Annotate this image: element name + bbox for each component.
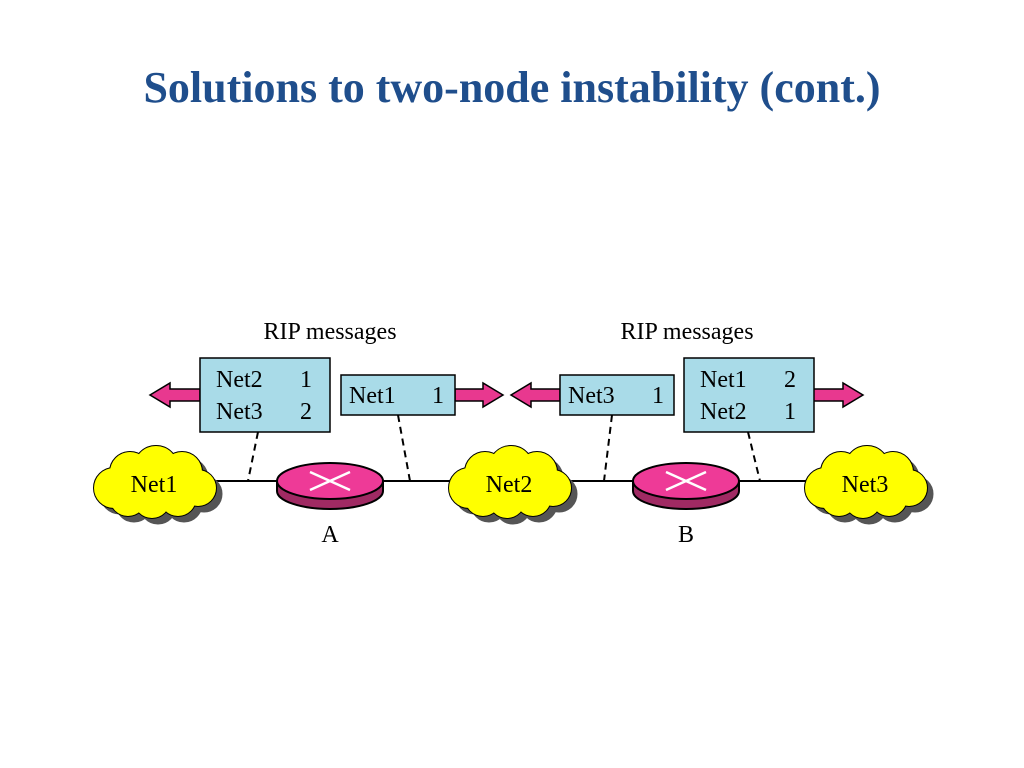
router-b-icon [632, 462, 740, 510]
slide-title: Solutions to two-node instability (cont.… [143, 63, 881, 112]
table-net: Net2 [700, 399, 747, 425]
table-cost: 2 [784, 367, 796, 393]
table-cost: 1 [652, 383, 664, 409]
arrow-left-a-icon [148, 381, 201, 409]
table-cost: 1 [300, 367, 312, 393]
router-b-label: B [678, 522, 694, 548]
rip-messages-label-right: RIP messages [620, 319, 753, 345]
router-a-label: A [321, 522, 339, 548]
router-a-icon [276, 462, 384, 510]
table-cost: 1 [784, 399, 796, 425]
table-cost: 2 [300, 399, 312, 425]
arrow-left-b-icon [509, 381, 561, 409]
cloud-net1: Net1 [93, 445, 223, 525]
message-leaders [247, 414, 761, 482]
routing-table-a-right: Net1 1 [340, 374, 456, 416]
arrow-right-b-icon [812, 381, 865, 409]
table-net: Net1 [700, 367, 747, 393]
table-net: Net2 [216, 367, 263, 393]
cloud-label: Net3 [842, 472, 889, 498]
arrow-right-a-icon [454, 381, 505, 409]
routing-table-b-right: Net1 2 Net2 1 [683, 357, 815, 433]
cloud-label: Net1 [131, 472, 178, 498]
cloud-label: Net2 [486, 472, 533, 498]
table-net: Net3 [216, 399, 263, 425]
cloud-net2: Net2 [448, 445, 578, 525]
routing-table-a-left: Net2 1 Net3 2 [199, 357, 331, 433]
table-net: Net1 [349, 383, 396, 409]
table-net: Net3 [568, 383, 615, 409]
table-cost: 1 [432, 383, 444, 409]
routing-table-b-left: Net3 1 [559, 374, 675, 416]
cloud-net3: Net3 [804, 445, 934, 525]
rip-messages-label-left: RIP messages [263, 319, 396, 345]
